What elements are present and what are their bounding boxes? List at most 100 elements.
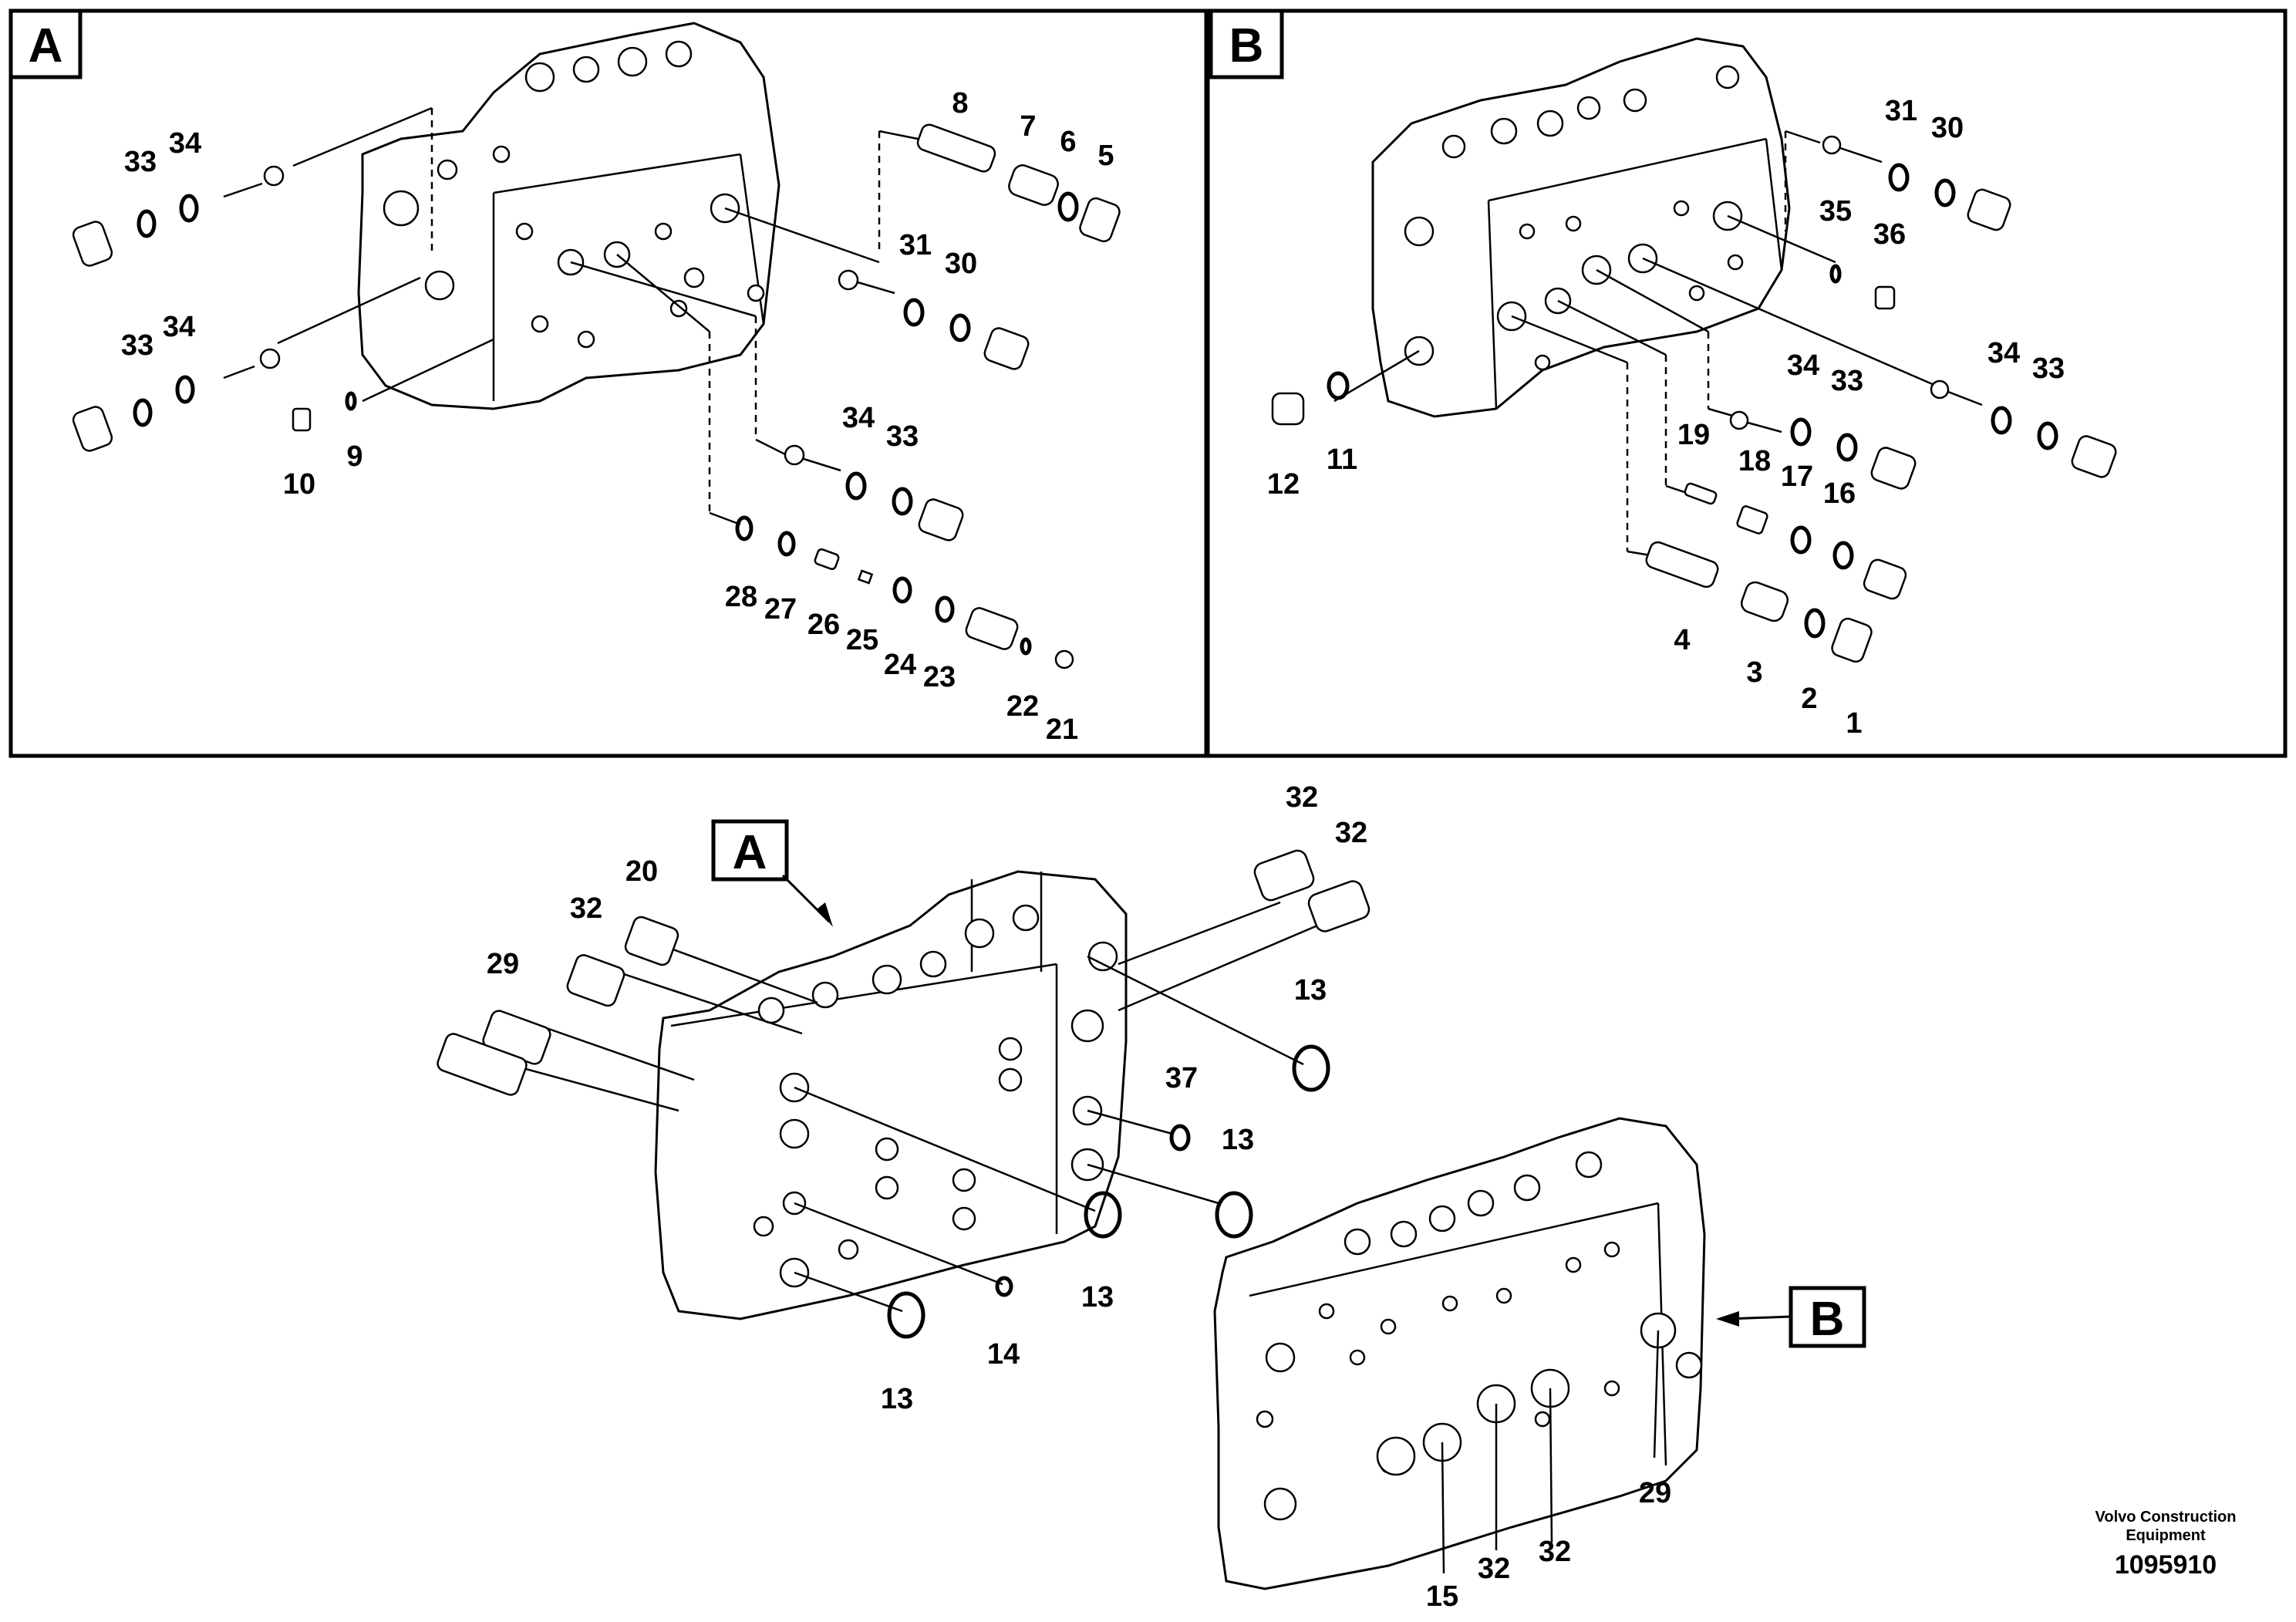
panel-b-tag: B <box>1229 19 1264 73</box>
label-b-34-right: 34 <box>1988 337 2020 369</box>
plug-29-lower <box>437 1033 528 1096</box>
label-a-7: 7 <box>1020 110 1036 143</box>
label-main-37: 37 <box>1165 1062 1198 1094</box>
label-b-12: 12 <box>1267 468 1300 501</box>
label-a-5: 5 <box>1097 140 1114 172</box>
label-main-29-a: 29 <box>487 948 519 980</box>
label-a-26: 26 <box>807 609 840 641</box>
label-b-19: 19 <box>1677 419 1710 451</box>
label-a-9: 9 <box>346 440 362 473</box>
label-main-32-d: 32 <box>1478 1553 1510 1585</box>
label-b-2: 2 <box>1801 683 1817 715</box>
plug-assembly-b-right <box>1930 379 2117 478</box>
label-a-33-lower: 33 <box>121 329 153 362</box>
spool-assembly-b <box>1645 541 1873 663</box>
panel-b: B <box>1205 8 2288 758</box>
company-name-line2: Equipment <box>2126 1527 2206 1544</box>
plug-assembly-a-mid <box>838 269 1030 370</box>
callout-b: B <box>1716 1286 1866 1348</box>
label-a-6: 6 <box>1060 126 1076 158</box>
label-a-21: 21 <box>1046 713 1078 746</box>
label-main-14: 14 <box>987 1338 1020 1371</box>
plug-assembly-a-upper <box>72 165 285 267</box>
label-main-32-a: 32 <box>1286 781 1318 814</box>
main-assembly: A <box>437 781 1866 1613</box>
label-main-15: 15 <box>1426 1580 1458 1613</box>
label-main-13-a: 13 <box>1294 974 1327 1007</box>
panel-a-tag: A <box>29 19 63 73</box>
label-b-34-mid: 34 <box>1787 349 1819 382</box>
label-a-31: 31 <box>899 229 932 261</box>
valve-body-main-left <box>654 870 1128 1320</box>
plug-32-top-left <box>1253 849 1315 902</box>
plug-small-a <box>292 391 357 432</box>
plug-assembly-b-mid <box>1729 410 1917 490</box>
label-b-30: 30 <box>1931 112 1964 144</box>
check-assembly-b <box>1684 482 1907 600</box>
label-a-25: 25 <box>846 624 878 656</box>
document-number: 1095910 <box>2115 1550 2217 1580</box>
label-a-10: 10 <box>283 468 315 501</box>
label-a-27: 27 <box>764 593 797 626</box>
panel-b-tag-box <box>1209 8 1284 79</box>
valve-body-a <box>357 22 781 410</box>
label-a-33-upper: 33 <box>124 146 157 178</box>
label-b-16: 16 <box>1823 477 1856 510</box>
label-main-32-c: 32 <box>570 892 602 925</box>
plug-assembly-b-left <box>1271 371 1350 426</box>
label-b-4: 4 <box>1674 624 1690 656</box>
label-b-3: 3 <box>1746 656 1762 689</box>
footer: Volvo Construction Equipment 1095910 <box>2095 1509 2237 1580</box>
label-a-34-upper: 34 <box>169 127 201 160</box>
label-a-33-right: 33 <box>886 420 919 453</box>
relief-assembly-a <box>735 515 1074 669</box>
valve-body-main-right <box>1213 1117 1706 1590</box>
label-a-30: 30 <box>945 248 977 280</box>
label-a-28: 28 <box>725 581 757 613</box>
callout-a: A <box>711 819 833 927</box>
label-main-13-c: 13 <box>1081 1281 1114 1313</box>
label-a-34-right: 34 <box>842 402 875 434</box>
valve-body-b <box>1371 37 1791 418</box>
label-b-18: 18 <box>1738 445 1771 477</box>
label-b-31: 31 <box>1885 95 1917 127</box>
label-b-11: 11 <box>1327 443 1357 476</box>
plug-32-left <box>566 954 625 1007</box>
plug-20 <box>624 916 679 966</box>
labels-b: 31 30 35 36 12 11 34 33 34 33 19 18 17 1… <box>1267 95 2065 740</box>
label-main-32-e: 32 <box>1539 1536 1571 1568</box>
callout-a-tag: A <box>733 826 767 879</box>
label-a-23: 23 <box>923 661 956 693</box>
plug-assembly-a-lower <box>72 348 281 452</box>
label-a-34-lower: 34 <box>163 311 195 343</box>
label-b-33-mid: 33 <box>1831 365 1863 397</box>
panel-a: A <box>8 8 1209 758</box>
label-b-1: 1 <box>1846 707 1862 740</box>
plug-assembly-a-right <box>784 444 964 541</box>
label-a-8: 8 <box>952 87 968 120</box>
label-main-29-b: 29 <box>1639 1477 1671 1509</box>
label-main-13-d: 13 <box>881 1383 913 1415</box>
leader-lines-b <box>1333 130 1937 557</box>
label-b-33-right: 33 <box>2032 352 2065 385</box>
leader-lines-a <box>277 106 919 526</box>
label-a-22: 22 <box>1006 690 1039 723</box>
plug-32-top-right <box>1307 880 1371 932</box>
leader-lines-main <box>508 901 1660 1574</box>
spool-assembly-a <box>916 123 1121 243</box>
oring-set-main <box>887 1044 1330 1339</box>
labels-a: 33 34 33 34 10 9 8 7 6 5 31 30 34 33 28 … <box>121 87 1114 746</box>
labels-main: 32 32 20 32 29 13 37 13 13 14 13 29 15 3… <box>487 781 1671 1613</box>
label-b-35: 35 <box>1819 195 1852 228</box>
plug-b-small <box>1829 264 1896 310</box>
label-a-24: 24 <box>884 649 916 681</box>
plug-assembly-b-top <box>1822 135 2011 231</box>
company-name-line1: Volvo Construction <box>2095 1509 2237 1526</box>
label-b-17: 17 <box>1781 460 1813 493</box>
label-b-36: 36 <box>1873 218 1906 251</box>
panel-a-tag-box <box>8 8 83 79</box>
label-main-13-b: 13 <box>1222 1124 1254 1156</box>
label-main-32-b: 32 <box>1335 817 1367 849</box>
label-main-20: 20 <box>625 855 658 888</box>
